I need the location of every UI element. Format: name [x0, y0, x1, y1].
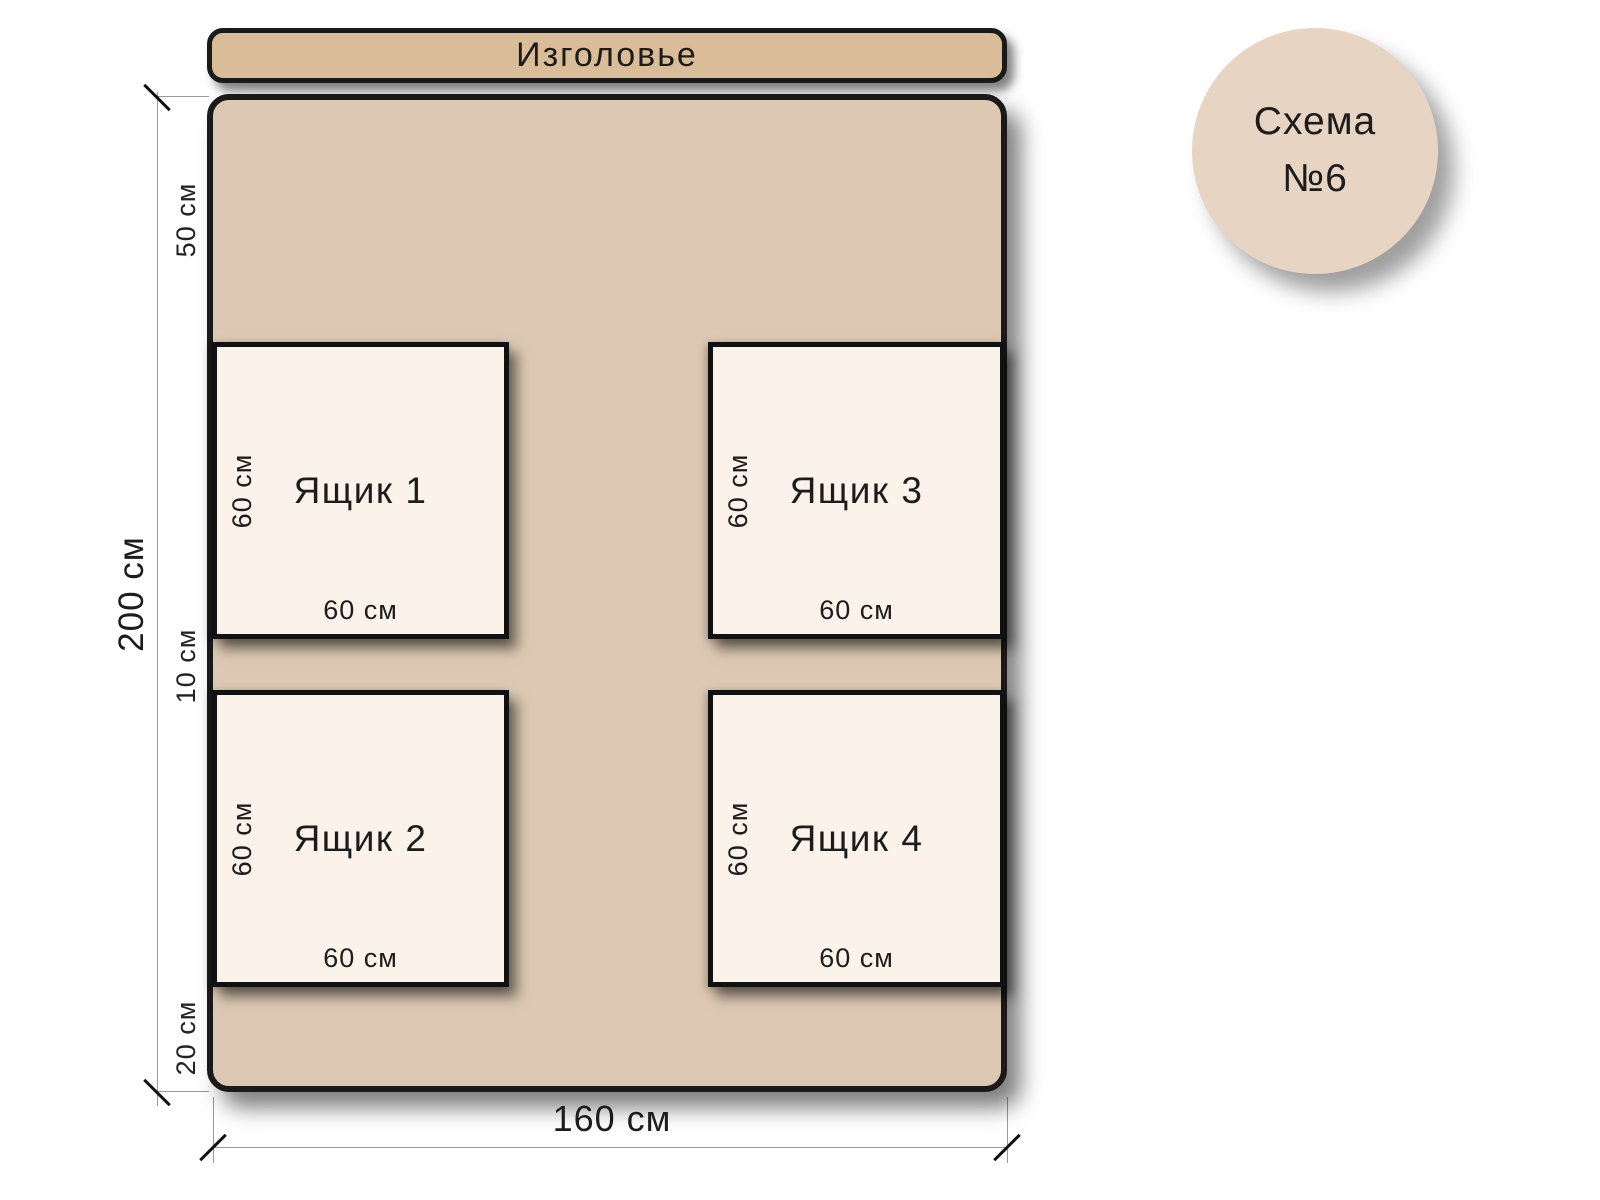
drawer-3-box: 60 см Ящик 3 60 см — [708, 342, 1005, 639]
drawer-4-width-label: 60 см — [819, 943, 894, 973]
drawer-4-height-label: 60 см — [723, 801, 753, 876]
drawer-3-width-label: 60 см — [819, 595, 894, 625]
scheme-badge-title: Схема — [1253, 100, 1377, 144]
height-dimension-extension-top — [157, 96, 209, 97]
width-dimension-line — [213, 1147, 1007, 1148]
drawer-2-label: Ящик 2 — [293, 817, 428, 859]
width-dimension-extension-left — [213, 1097, 214, 1163]
headboard-bar: Изголовье — [207, 28, 1007, 83]
top-gap-label: 50 см — [171, 182, 201, 258]
height-dimension-extension-bottom — [157, 1091, 209, 1092]
drawer-1-label: Ящик 1 — [293, 469, 428, 511]
width-dimension-extension-right — [1007, 1097, 1008, 1163]
scheme-badge: Схема №6 — [1192, 28, 1438, 274]
drawer-4-label: Ящик 4 — [789, 817, 924, 859]
drawer-4-box: 60 см Ящик 4 60 см — [708, 690, 1005, 987]
scheme-badge-number: №6 — [1282, 157, 1348, 200]
drawer-2-width-label: 60 см — [323, 943, 398, 973]
drawer-2-height-label: 60 см — [227, 801, 257, 876]
headboard-label: Изголовье — [516, 36, 698, 74]
bottom-gap-label: 20 см — [171, 1000, 201, 1076]
drawer-1-width-label: 60 см — [323, 595, 398, 625]
drawer-1-height-label: 60 см — [227, 453, 257, 528]
drawer-2-box: 60 см Ящик 2 60 см — [212, 690, 509, 987]
height-dimension-line — [157, 92, 158, 1106]
drawer-3-label: Ящик 3 — [789, 469, 924, 511]
drawer-1-box: 60 см Ящик 1 60 см — [212, 342, 509, 639]
middle-gap-label: 10 см — [171, 628, 201, 704]
total-height-label: 200 см — [112, 536, 151, 652]
drawer-3-height-label: 60 см — [723, 453, 753, 528]
total-width-label: 160 см — [552, 1098, 672, 1139]
